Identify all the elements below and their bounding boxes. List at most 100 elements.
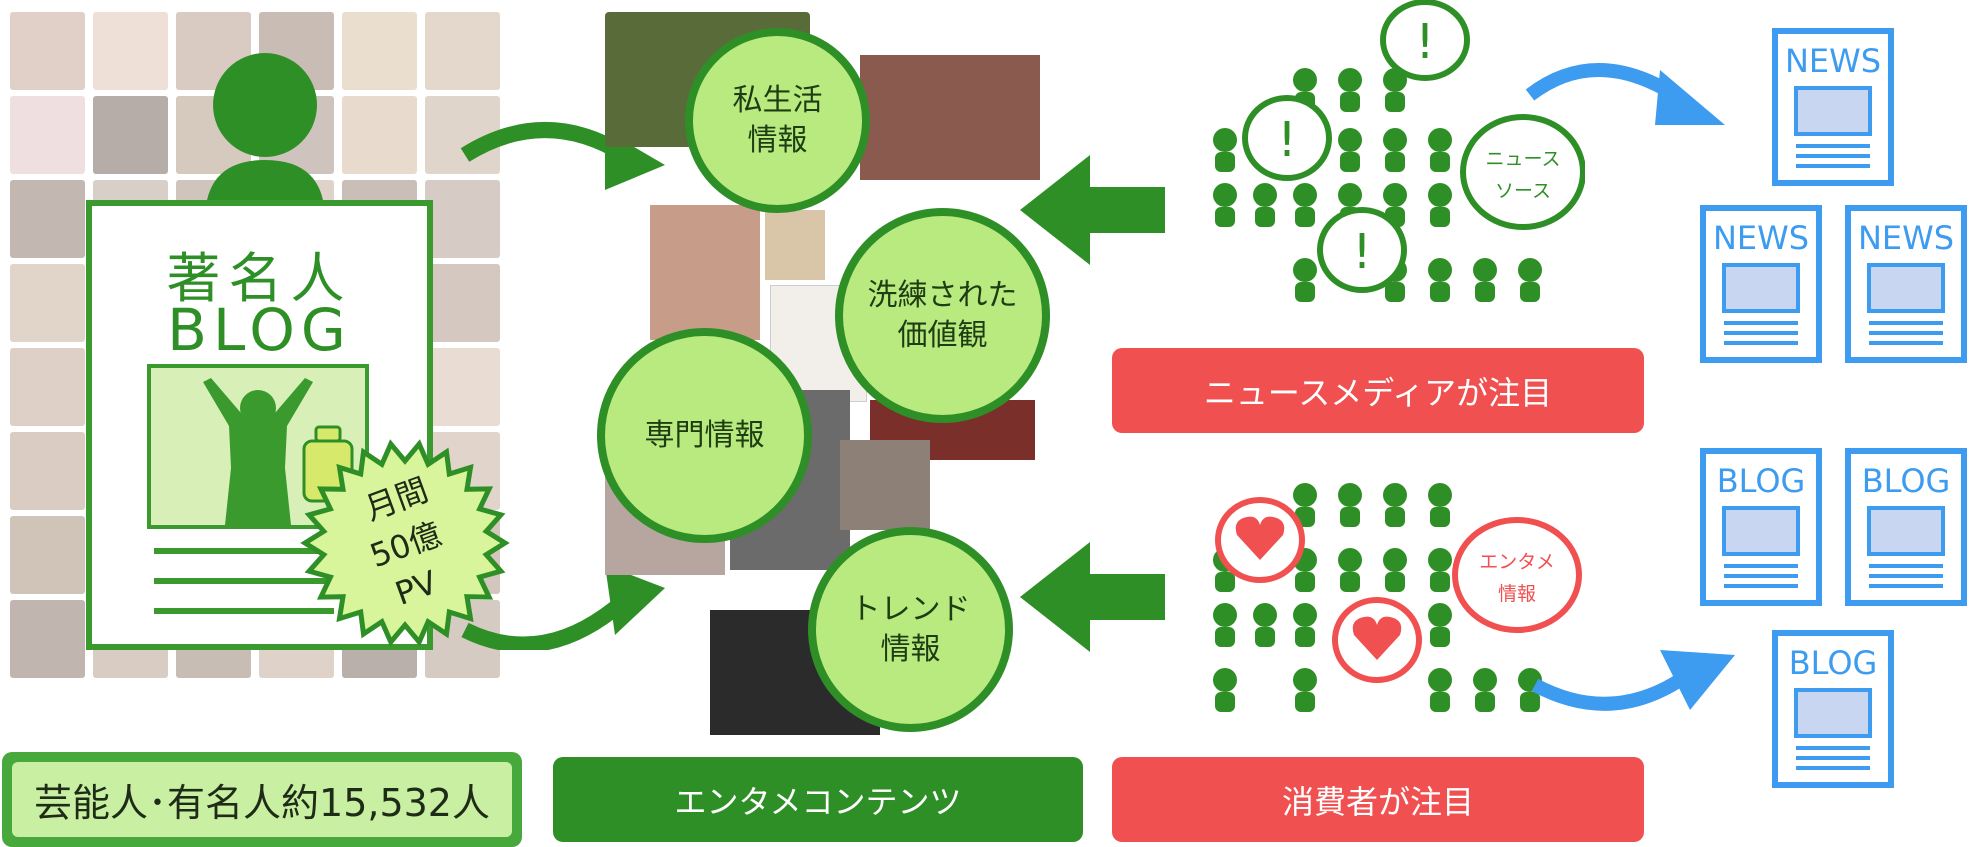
person-body-icon xyxy=(1385,152,1405,172)
celebrity-photo xyxy=(425,180,500,258)
celebrity-photo xyxy=(425,348,500,426)
news-icon-label: NEWS xyxy=(1858,219,1954,257)
person-head-icon xyxy=(1473,668,1497,692)
news-icon: NEWS xyxy=(1700,205,1822,363)
person-head-icon xyxy=(1213,128,1237,152)
person-body-icon xyxy=(1340,152,1360,172)
expert-info-circle: 専門情報 xyxy=(597,328,812,543)
news-icon-label: NEWS xyxy=(1713,219,1809,257)
person-body-icon xyxy=(1295,207,1315,227)
celebrity-count-label: 芸能人･有名人約15,532人 xyxy=(12,762,512,837)
blog-doc-photo xyxy=(147,364,369,529)
cheering-person-icon xyxy=(203,378,313,525)
celebrity-photo xyxy=(342,12,417,90)
person-head-icon xyxy=(1213,668,1237,692)
person-head-icon xyxy=(1383,548,1407,572)
curved-arrow-shaft xyxy=(461,593,631,650)
person-body-icon xyxy=(1430,152,1450,172)
curved-arrow-shaft xyxy=(460,122,630,162)
person-body-icon xyxy=(1385,572,1405,592)
person-body-icon xyxy=(1475,282,1495,302)
news-icon-label: NEWS xyxy=(1785,42,1881,80)
exclamation-marks: ! ! ! xyxy=(1277,14,1434,280)
news-source-bubble-line-2: ソース xyxy=(1495,180,1551,202)
celebrity-photo xyxy=(425,12,500,90)
blog-icon: BLOG xyxy=(1700,448,1822,606)
person-body-icon xyxy=(1215,692,1235,712)
entame-content-label: エンタメコンテンツ xyxy=(553,757,1083,842)
news-source-bubble-line-1: ニュース xyxy=(1485,148,1560,170)
cup-photo xyxy=(765,210,825,280)
person-body-icon xyxy=(1215,572,1235,592)
celebrity-photo xyxy=(10,600,85,678)
street-photo xyxy=(840,440,930,530)
blog-icon: BLOG xyxy=(1845,448,1967,606)
blog-icon-label: BLOG xyxy=(1862,462,1951,500)
person-head-icon xyxy=(1338,183,1362,207)
person-body-icon xyxy=(1340,507,1360,527)
pv-starburst: 月間 50億 PV xyxy=(300,439,510,647)
person-body-icon xyxy=(1340,92,1360,112)
exclamation-icon: ! xyxy=(1352,224,1371,280)
person-head-icon xyxy=(1428,548,1452,572)
blog-doc-title-en: BLOG xyxy=(167,296,352,364)
selfie-photo xyxy=(650,205,760,340)
person-head-icon xyxy=(1518,258,1542,282)
person-head-icon xyxy=(1428,668,1452,692)
person-head-icon xyxy=(1293,68,1317,92)
trend-info-circle: トレンド 情報 xyxy=(808,527,1013,732)
consumer-attention-label: 消費者が注目 xyxy=(1112,757,1644,842)
refined-values-circle: 洗練された 価値観 xyxy=(835,208,1050,423)
person-head-icon xyxy=(1428,483,1452,507)
person-head-icon xyxy=(1338,548,1362,572)
person-body-icon xyxy=(1385,282,1405,302)
person-body-icon xyxy=(1295,692,1315,712)
celebrity-photo xyxy=(10,516,85,594)
person-body-icon xyxy=(1430,507,1450,527)
person-body-icon xyxy=(1340,572,1360,592)
arrow-head-icon xyxy=(1660,650,1735,710)
person-body-icon xyxy=(1520,692,1540,712)
arrow-head-icon xyxy=(605,565,665,635)
person-body-icon xyxy=(1385,507,1405,527)
person-body-icon xyxy=(1430,282,1450,302)
person-head-icon xyxy=(1253,603,1277,627)
person-head-icon xyxy=(1293,603,1317,627)
person-head-icon xyxy=(1338,483,1362,507)
person-body-icon xyxy=(1430,572,1450,592)
celebrity-photo xyxy=(93,12,168,90)
text-line xyxy=(154,548,334,554)
text-line xyxy=(154,578,334,584)
celebrity-photo xyxy=(10,348,85,426)
starburst-shape xyxy=(300,439,510,647)
person-head-icon xyxy=(1253,183,1277,207)
person-body-icon xyxy=(1430,627,1450,647)
person-head-icon xyxy=(1428,128,1452,152)
person-head-icon xyxy=(1383,128,1407,152)
private-life-info-circle: 私生活 情報 xyxy=(685,28,870,213)
speech-bubbles xyxy=(1242,0,1585,293)
person-body-icon xyxy=(1295,627,1315,647)
heart-icons xyxy=(1235,516,1402,660)
exclamation-icon: ! xyxy=(1415,14,1434,70)
person-head-icon xyxy=(1213,603,1237,627)
news-icon: NEWS xyxy=(1845,205,1967,363)
entame-bubble-line-1: エンタメ xyxy=(1479,551,1554,573)
blue-arrow-to-blog xyxy=(1531,650,1735,711)
person-body-icon xyxy=(1430,692,1450,712)
person-body-icon xyxy=(1295,572,1315,592)
celebrity-photo xyxy=(10,96,85,174)
person-body-icon xyxy=(1475,692,1495,712)
celebrity-photo xyxy=(342,96,417,174)
blog-icon: BLOG xyxy=(1772,630,1894,788)
person-body-icon xyxy=(1215,152,1235,172)
text-line xyxy=(154,608,334,614)
celebrity-photo xyxy=(10,264,85,342)
person-head-icon xyxy=(1428,258,1452,282)
person-body-icon xyxy=(1295,282,1315,302)
person-head-icon xyxy=(1293,183,1317,207)
blog-doc-title-jp: 著名人 xyxy=(166,247,353,310)
person-body-icon xyxy=(1215,207,1235,227)
friends-photo xyxy=(860,55,1040,180)
arrow-head-icon xyxy=(1655,70,1725,125)
